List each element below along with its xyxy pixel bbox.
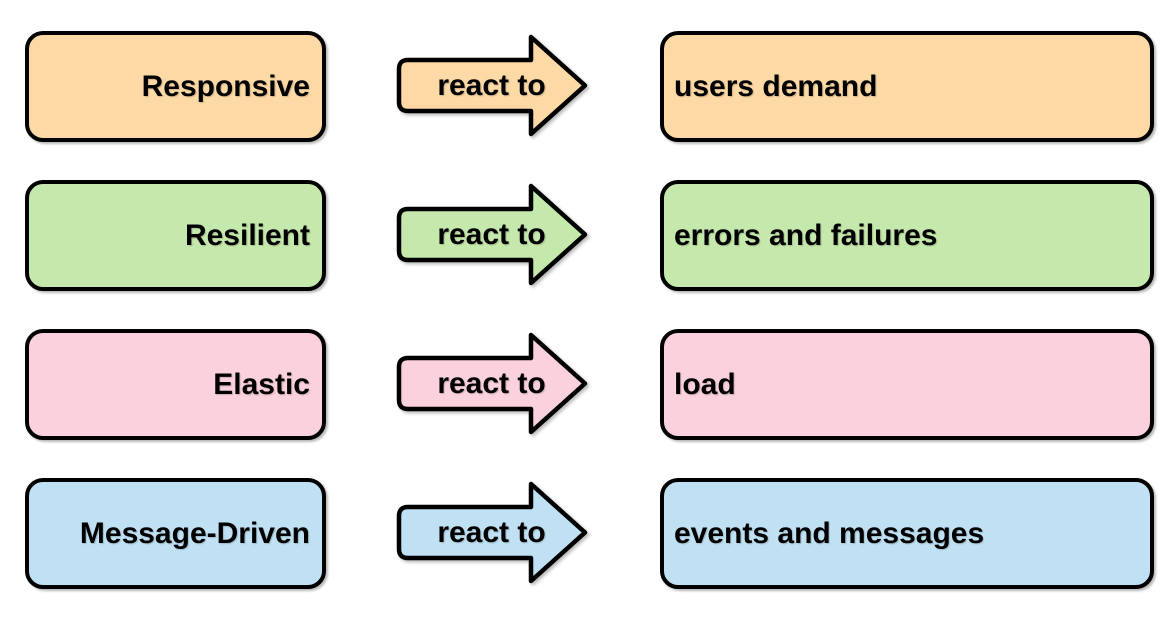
diagram-row-resilient: Resilient react to errors and failures bbox=[0, 180, 1176, 292]
trait-box-resilient: Resilient bbox=[25, 180, 326, 291]
arrow-label: react to bbox=[437, 515, 546, 549]
target-label: users demand bbox=[674, 69, 878, 103]
arrow-label: react to bbox=[437, 366, 546, 400]
right-arrow-icon bbox=[396, 332, 588, 435]
react-to-arrow: react to bbox=[395, 182, 588, 287]
trait-label: Elastic bbox=[213, 367, 310, 401]
target-box-errors-and-failures: errors and failures bbox=[660, 180, 1154, 291]
react-to-arrow: react to bbox=[395, 480, 588, 585]
arrow-label: react to bbox=[437, 217, 546, 251]
arrow-label: react to bbox=[437, 68, 546, 102]
trait-label: Message-Driven bbox=[79, 516, 310, 550]
react-to-arrow: react to bbox=[395, 33, 588, 138]
target-box-users-demand: users demand bbox=[660, 31, 1154, 142]
trait-label: Resilient bbox=[184, 218, 310, 252]
right-arrow-icon bbox=[396, 183, 588, 286]
diagram-row-message-driven: Message-Driven react to events and messa… bbox=[0, 478, 1176, 590]
trait-label: Responsive bbox=[141, 69, 310, 103]
trait-box-elastic: Elastic bbox=[25, 329, 326, 440]
trait-box-responsive: Responsive bbox=[25, 31, 326, 142]
target-label: load bbox=[674, 367, 736, 401]
right-arrow-icon bbox=[396, 481, 588, 584]
trait-box-message-driven: Message-Driven bbox=[25, 478, 326, 589]
diagram-row-elastic: Elastic react to load bbox=[0, 329, 1176, 441]
target-box-load: load bbox=[660, 329, 1154, 440]
target-label: events and messages bbox=[674, 516, 985, 550]
diagram-row-responsive: Responsive react to users demand bbox=[0, 31, 1176, 143]
react-to-arrow: react to bbox=[395, 331, 588, 436]
target-box-events-and-messages: events and messages bbox=[660, 478, 1154, 589]
right-arrow-icon bbox=[396, 34, 588, 137]
target-label: errors and failures bbox=[674, 218, 938, 252]
